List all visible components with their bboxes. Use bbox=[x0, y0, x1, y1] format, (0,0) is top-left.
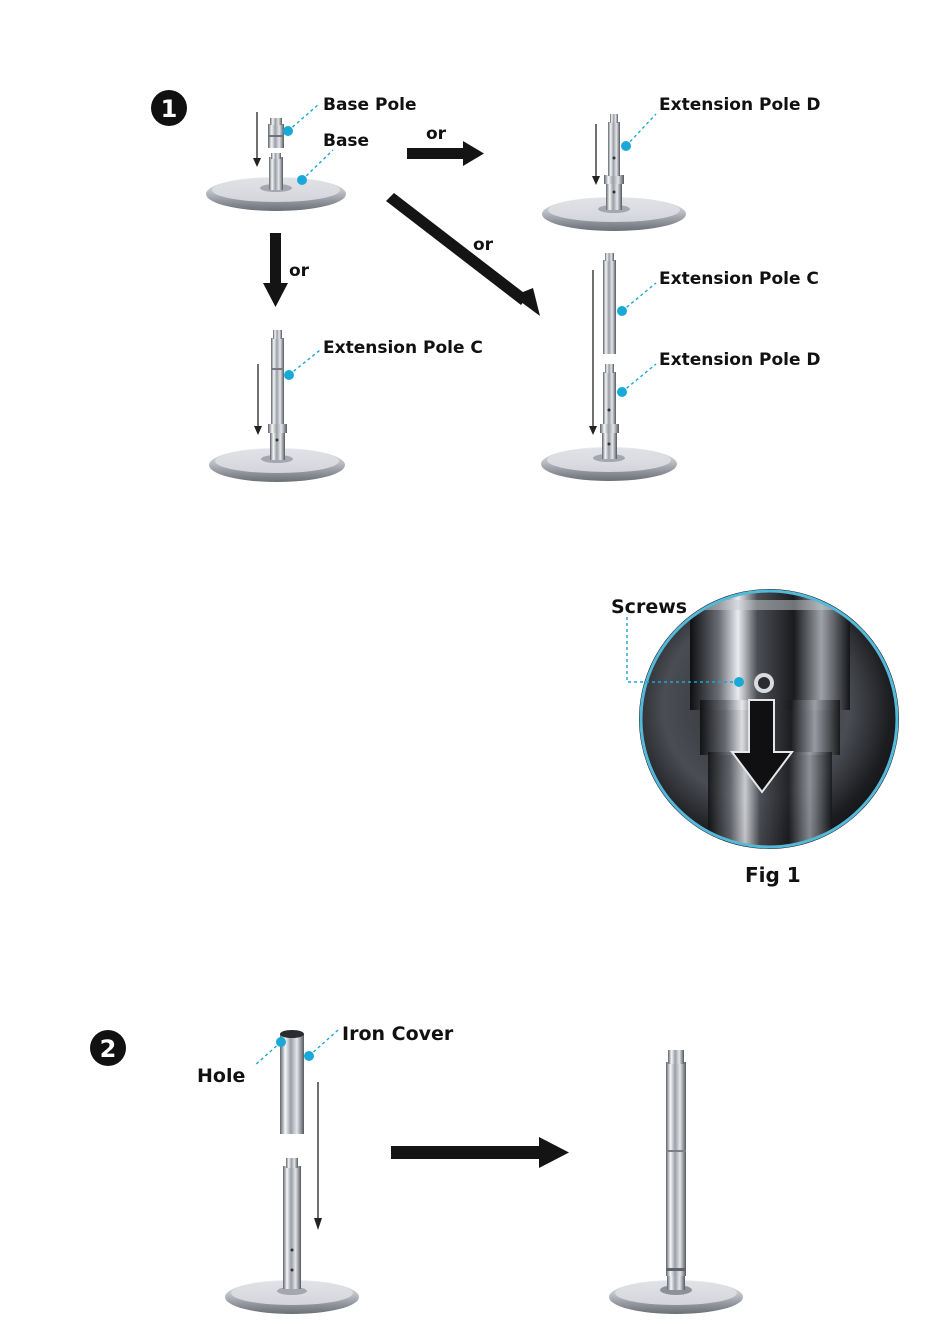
leader-hole bbox=[254, 1042, 281, 1066]
or-down: or bbox=[289, 261, 310, 281]
or-right: or bbox=[426, 124, 447, 144]
dot-iron-cover bbox=[304, 1051, 314, 1061]
dot-ext-d-right bbox=[617, 387, 627, 397]
leader-ext-d-right bbox=[622, 364, 656, 392]
base-with-extension-poles-c-d bbox=[541, 253, 677, 481]
leader-base bbox=[302, 150, 333, 180]
step-2-badge: 2 bbox=[90, 1030, 126, 1066]
label-base: Base bbox=[323, 131, 369, 151]
base-with-base-pole bbox=[206, 112, 346, 211]
dot-ext-c-right bbox=[617, 306, 627, 316]
leader-ext-c-left bbox=[289, 350, 320, 375]
or-diagonal: or bbox=[473, 235, 494, 255]
step-2-number: 2 bbox=[100, 1035, 117, 1063]
step-1-badge: 1 bbox=[151, 90, 187, 126]
fig1-zoom-lens bbox=[630, 580, 910, 860]
label-screws: Screws bbox=[611, 596, 687, 618]
dot-base-pole bbox=[283, 126, 293, 136]
step-1-number: 1 bbox=[161, 95, 178, 123]
label-ext-d-right: Extension Pole D bbox=[659, 350, 821, 370]
assembled-pole bbox=[609, 1050, 743, 1314]
dot-hole bbox=[276, 1037, 286, 1047]
label-base-pole: Base Pole bbox=[323, 95, 417, 115]
dot-base bbox=[297, 175, 307, 185]
fig1-caption: Fig 1 bbox=[745, 863, 801, 887]
arrow-diagonal bbox=[386, 193, 540, 316]
label-ext-c-left: Extension Pole C bbox=[323, 338, 483, 358]
label-hole: Hole bbox=[197, 1065, 245, 1087]
arrow-down bbox=[263, 233, 288, 307]
dot-screws bbox=[734, 677, 744, 687]
label-iron-cover: Iron Cover bbox=[342, 1023, 454, 1045]
dot-ext-c-left bbox=[284, 370, 294, 380]
dot-ext-d-top bbox=[621, 141, 631, 151]
label-ext-c-right: Extension Pole C bbox=[659, 269, 819, 289]
label-ext-d-top: Extension Pole D bbox=[659, 95, 821, 115]
leader-ext-c-right bbox=[622, 283, 656, 311]
base-with-extension-pole-d bbox=[542, 114, 686, 231]
arrow-step2 bbox=[391, 1137, 569, 1168]
arrow-right bbox=[407, 141, 484, 166]
leader-base-pole bbox=[288, 104, 319, 131]
leader-ext-d-top bbox=[626, 114, 656, 146]
leader-iron-cover bbox=[309, 1030, 338, 1056]
